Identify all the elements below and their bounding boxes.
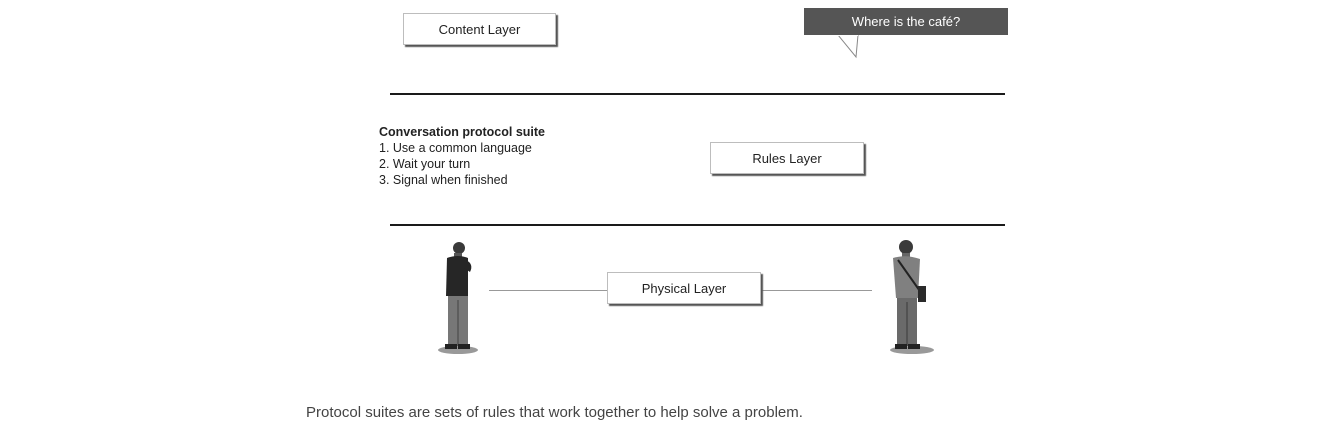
protocol-suite-list: Conversation protocol suite 1. Use a com…	[379, 124, 545, 188]
speech-bubble: Where is the café?	[804, 8, 1008, 35]
protocol-suite-title: Conversation protocol suite	[379, 125, 545, 139]
content-rules-divider	[390, 93, 1005, 95]
physical-link-left	[489, 290, 607, 291]
content-layer-label: Content Layer	[403, 13, 556, 45]
speech-bubble-text: Where is the café?	[851, 14, 961, 29]
protocol-rule: 1. Use a common language	[379, 141, 532, 155]
rules-physical-divider	[390, 224, 1005, 226]
person-left-icon	[438, 242, 478, 354]
physical-layer-label: Physical Layer	[607, 272, 761, 304]
protocol-rule: 2. Wait your turn	[379, 157, 471, 171]
content-layer-text: Content Layer	[438, 21, 521, 37]
rules-layer-text: Rules Layer	[752, 150, 822, 166]
rules-layer-label: Rules Layer	[710, 142, 864, 174]
diagram-caption: Protocol suites are sets of rules that w…	[306, 404, 803, 421]
speech-bubble-tail	[838, 35, 859, 59]
physical-link-right	[760, 290, 872, 291]
physical-layer-text: Physical Layer	[641, 280, 727, 296]
protocol-rule: 3. Signal when finished	[379, 173, 508, 187]
person-right-icon	[890, 240, 934, 354]
